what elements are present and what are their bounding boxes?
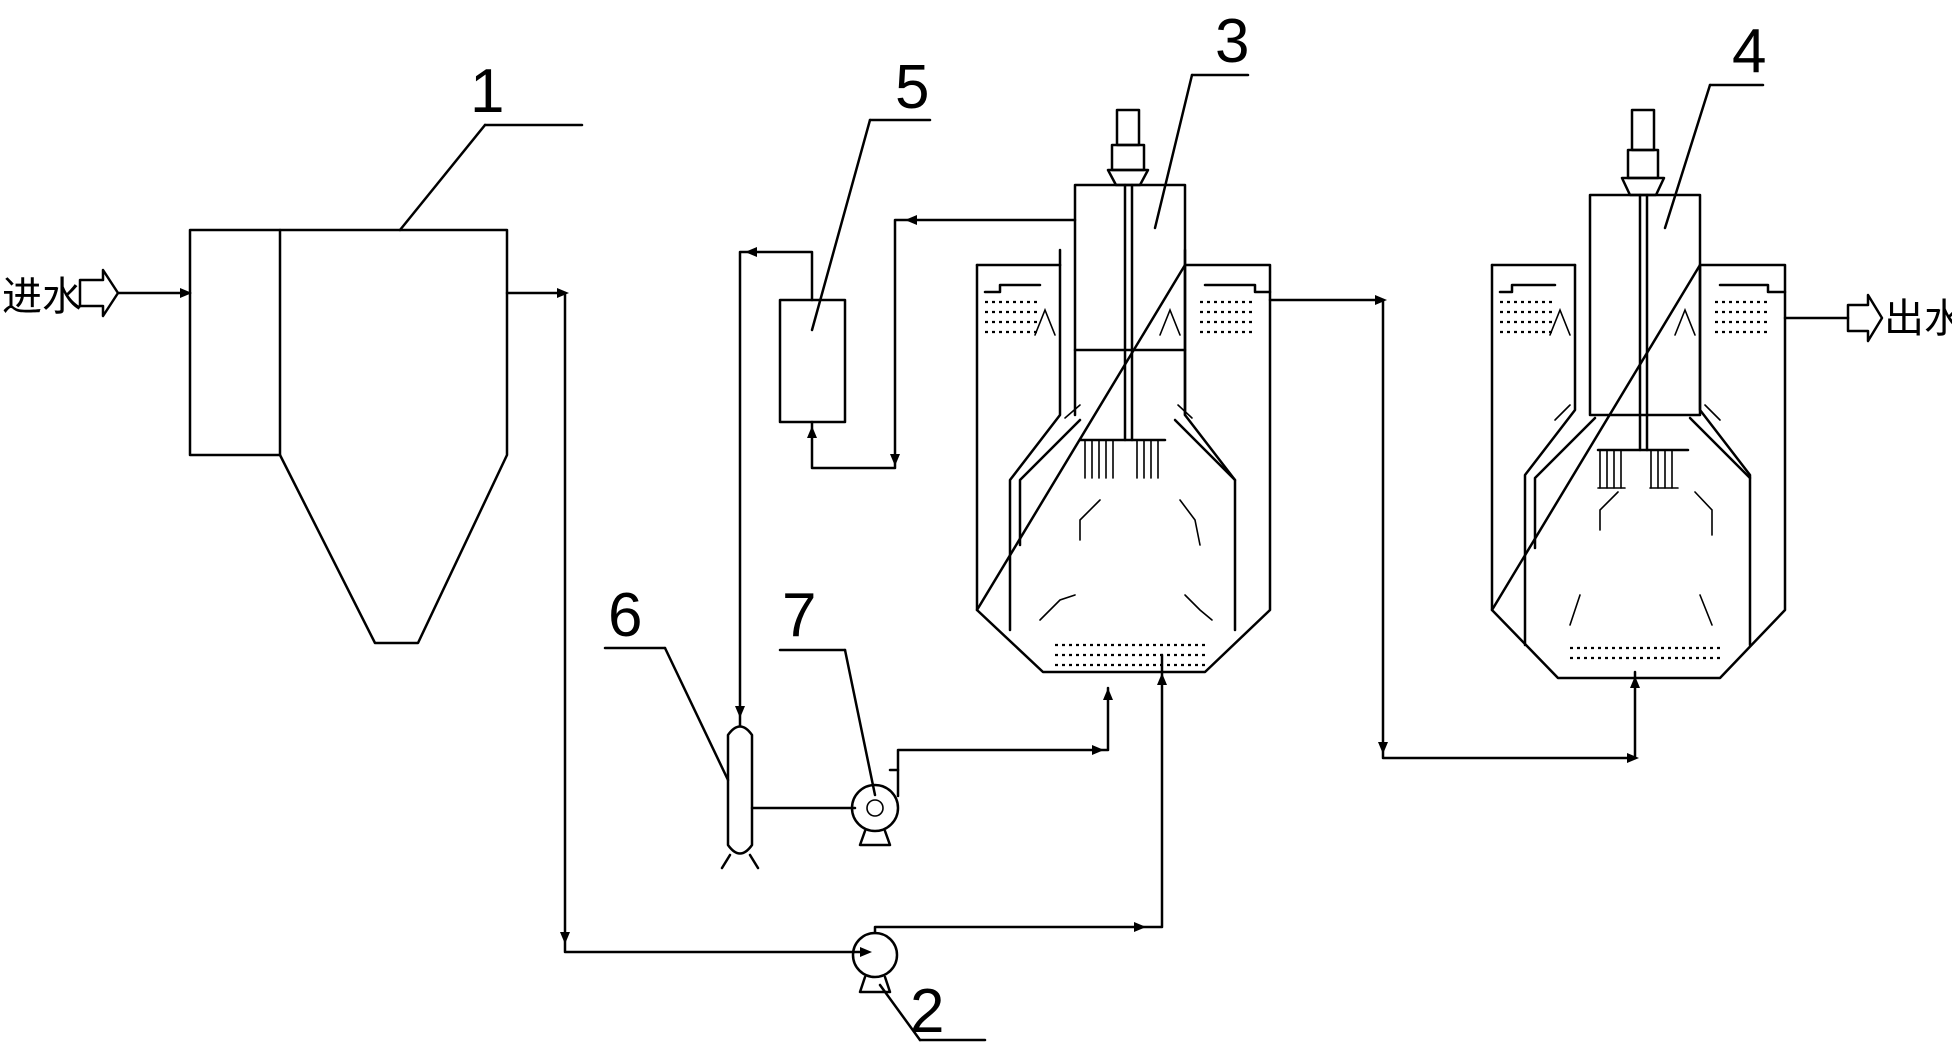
outlet: 出水	[1783, 293, 1952, 343]
label-4: 4	[1732, 17, 1766, 86]
inlet: 进水	[2, 268, 192, 320]
vessel-6: 6	[603, 581, 857, 870]
reactor-4: 4	[1490, 17, 1787, 680]
inlet-arrow-icon	[78, 268, 120, 318]
label-5: 5	[895, 53, 929, 122]
blower-7: 7	[778, 581, 1113, 847]
outlet-label: 出水	[1884, 296, 1952, 342]
unit-1-tank: 1	[188, 57, 584, 645]
pump-2: 2	[851, 653, 1167, 1046]
label-6: 6	[608, 581, 642, 650]
pipe-reactor3-to-reactor4	[1268, 295, 1640, 763]
reactor-3: 3	[975, 7, 1272, 674]
arrowhead-icon	[180, 288, 192, 298]
pipe-tank1-to-pump2	[505, 288, 872, 957]
inlet-label: 进水	[2, 274, 82, 320]
label-1: 1	[470, 57, 504, 126]
unit-5: 5	[735, 53, 1077, 727]
label-7: 7	[782, 581, 816, 650]
label-2: 2	[910, 977, 944, 1046]
outlet-arrow-icon	[1846, 293, 1884, 343]
label-3: 3	[1215, 7, 1249, 76]
